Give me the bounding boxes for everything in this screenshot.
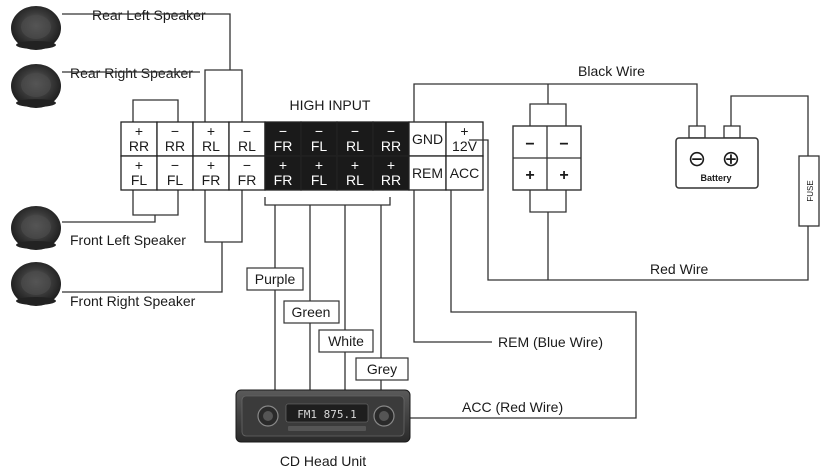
terminal-label: FL: [167, 172, 184, 188]
tag-white: White: [318, 329, 374, 353]
terminal-label: FR: [202, 172, 221, 188]
terminal-label: FL: [311, 138, 328, 154]
terminal-cell: [300, 121, 338, 157]
terminal-label: RL: [238, 138, 256, 154]
terminal-sign: −: [315, 123, 323, 139]
tag-grey-label: Grey: [367, 361, 397, 377]
terminal-cell: [192, 121, 230, 157]
speaker-wires: [62, 13, 243, 293]
cap-pos-2: +: [559, 167, 568, 184]
terminal-cell: [192, 155, 230, 191]
head-unit-display: FM1 875.1: [297, 408, 357, 421]
speaker-front-left: [11, 206, 61, 250]
terminal-label: RR: [381, 172, 401, 188]
speaker-rear-right: [11, 64, 61, 108]
tag-green: Green: [283, 300, 340, 324]
high-input-bracket: [264, 197, 391, 206]
cap-pos-1: +: [525, 167, 534, 184]
cap-neg-2: −: [559, 136, 568, 153]
speaker-front-right: [11, 262, 61, 306]
terminal-label: GND: [412, 131, 443, 147]
fuse-label: FUSE: [806, 180, 815, 201]
terminal-sign: +: [460, 123, 468, 139]
terminal-label: RL: [346, 138, 364, 154]
battery: ⊖ ⊕ Battery: [675, 125, 759, 189]
terminal-label: FL: [311, 172, 328, 188]
battery-pos-icon: ⊕: [722, 146, 740, 171]
terminal-cell: [336, 155, 374, 191]
fuse: FUSE: [798, 155, 820, 227]
terminal-label: FR: [274, 172, 293, 188]
rear-right-speaker-label: Rear Right Speaker: [70, 65, 193, 81]
terminal-cell: [264, 121, 302, 157]
terminal-label: RL: [202, 138, 220, 154]
capacitor: − − + +: [512, 103, 582, 213]
terminal-label: FR: [274, 138, 293, 154]
battery-neg-icon: ⊖: [688, 146, 706, 171]
terminal-sign: −: [387, 123, 395, 139]
terminal-cell: [156, 155, 194, 191]
tag-purple-label: Purple: [255, 271, 296, 287]
terminal-label: RL: [346, 172, 364, 188]
terminal-label: RR: [381, 138, 401, 154]
terminal-sign: −: [243, 123, 251, 139]
terminal-sign: +: [135, 123, 143, 139]
terminal-label: RR: [165, 138, 185, 154]
terminal-sign: −: [171, 123, 179, 139]
terminal-sign: −: [279, 123, 287, 139]
terminal-sign: +: [207, 157, 215, 173]
front-left-speaker-label: Front Left Speaker: [70, 232, 186, 248]
black-wire-label: Black Wire: [578, 63, 645, 79]
terminal-sign: +: [315, 157, 323, 173]
tag-green-label: Green: [292, 304, 331, 320]
acc-wire-label: ACC (Red Wire): [462, 399, 563, 415]
tag-purple: Purple: [246, 267, 304, 291]
terminal-label: REM: [412, 165, 443, 181]
terminal-sign: +: [351, 157, 359, 173]
high-input-title: HIGH INPUT: [290, 97, 371, 113]
terminal-cell: [445, 155, 484, 191]
terminal-label: ACC: [450, 165, 480, 181]
terminal-sign: +: [135, 157, 143, 173]
head-unit-label: CD Head Unit: [280, 453, 366, 469]
terminal-cell: [445, 121, 484, 157]
terminal-sign: +: [279, 157, 287, 173]
tag-grey: Grey: [355, 357, 409, 381]
terminal-cell: [228, 121, 266, 157]
terminal-sign: +: [207, 123, 215, 139]
power-wires: [410, 83, 809, 419]
battery-label: Battery: [700, 173, 731, 183]
terminal-label: FL: [131, 172, 148, 188]
rear-left-speaker-label: Rear Left Speaker: [92, 7, 206, 23]
terminal-sign: −: [171, 157, 179, 173]
terminal-label: FR: [238, 172, 257, 188]
terminal-cell: [228, 155, 266, 191]
front-right-speaker-label: Front Right Speaker: [70, 293, 196, 309]
terminal-cell: [408, 155, 447, 191]
terminal-sign: −: [243, 157, 251, 173]
red-wire-label: Red Wire: [650, 261, 709, 277]
cd-head-unit: FM1 875.1: [235, 389, 411, 443]
speaker-rear-left: [11, 6, 61, 50]
cap-neg-1: −: [525, 136, 534, 153]
rem-wire-label: REM (Blue Wire): [498, 334, 603, 350]
terminal-cell: [264, 155, 302, 191]
terminal-sign: −: [351, 123, 359, 139]
tag-white-label: White: [328, 333, 364, 349]
terminal-label: RR: [129, 138, 149, 154]
terminal-cell: [300, 155, 338, 191]
terminal-cell: [372, 121, 410, 157]
terminal-label: 12V: [452, 138, 478, 154]
terminal-sign: +: [387, 157, 395, 173]
